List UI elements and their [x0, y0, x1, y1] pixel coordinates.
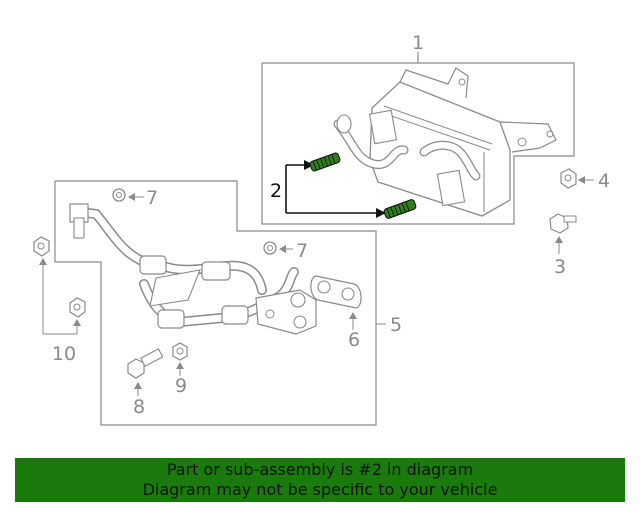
- banner-line-2: Diagram may not be specific to your vehi…: [142, 480, 498, 499]
- callout-7-lower: 7: [296, 240, 308, 262]
- nut-part-10-group: [33, 236, 86, 335]
- stud-upper: [309, 152, 341, 172]
- gasket-part-6: [310, 275, 362, 330]
- callout-4: 4: [598, 170, 610, 192]
- callout-1: 1: [412, 32, 424, 54]
- parts-diagram: 1 2 3 4 5 6 7 7 8 9 10: [33, 32, 610, 426]
- part-2-studs-group: [285, 152, 417, 219]
- callout-6: 6: [348, 329, 360, 351]
- callout-3: 3: [554, 256, 566, 278]
- callout-9: 9: [175, 375, 187, 397]
- callout-10: 10: [52, 343, 76, 365]
- callout-2: 2: [270, 180, 282, 202]
- nut-part-4: [560, 168, 594, 189]
- oil-cooler-assembly-group: [261, 52, 575, 225]
- callout-8: 8: [133, 396, 145, 418]
- callout-5: 5: [390, 314, 402, 336]
- hose-assembly-frame: [54, 180, 377, 426]
- hose-assembly-group: [54, 180, 386, 426]
- info-banner: Part or sub-assembly is #2 in diagram Di…: [15, 458, 625, 502]
- banner-line-1: Part or sub-assembly is #2 in diagram: [166, 460, 474, 479]
- nut-part-9: [172, 342, 188, 376]
- stud-lower: [383, 199, 417, 219]
- bolt-part-3: [549, 213, 577, 254]
- oil-cooler-frame: [261, 62, 575, 225]
- callout-7-upper: 7: [146, 187, 158, 209]
- o-ring-part-7-lower: [263, 241, 293, 255]
- bolt-part-8: [127, 348, 164, 396]
- o-ring-part-7-upper: [112, 188, 144, 202]
